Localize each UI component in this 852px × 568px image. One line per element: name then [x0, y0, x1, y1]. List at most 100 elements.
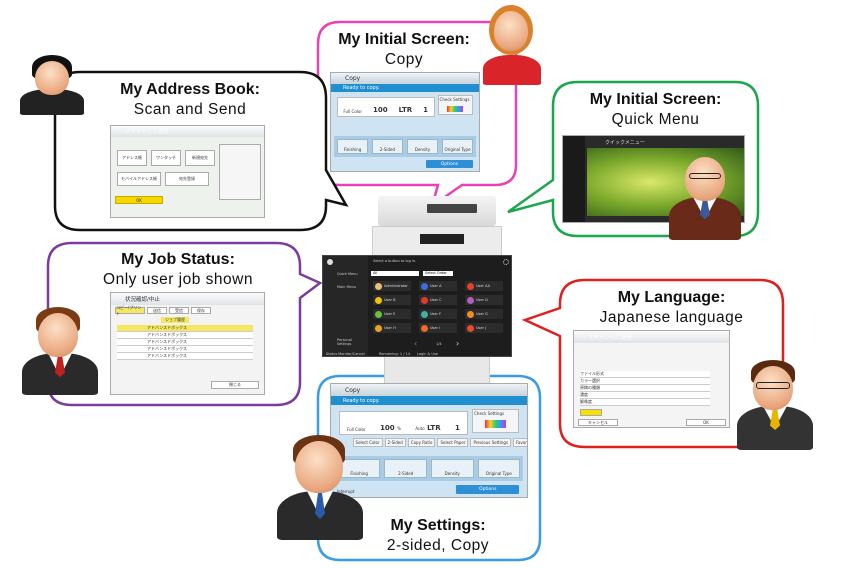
options-button[interactable]: Options: [456, 484, 520, 494]
favorite-settings-button[interactable]: Favorite Settings: [513, 438, 527, 448]
user-name: User F: [430, 312, 442, 316]
check-settings[interactable]: Check Settings: [437, 94, 474, 116]
two-sided-button[interactable]: 2-Sided: [384, 459, 427, 479]
ready-status: Ready to copy.: [331, 83, 479, 92]
interrupt-button[interactable]: Interrupt: [336, 488, 355, 494]
close-button[interactable]: 閉じる: [211, 381, 259, 389]
filter-select[interactable]: All: [371, 271, 419, 276]
prev-page-button[interactable]: ‹: [414, 339, 418, 348]
user-avatar-icon: [375, 310, 382, 318]
select-paper-button[interactable]: Select Paper: [437, 438, 469, 448]
cancel-button[interactable]: キャンセル: [578, 419, 618, 426]
user-login-button[interactable]: User C: [419, 295, 457, 305]
density-button[interactable]: Density: [406, 138, 438, 155]
user-name: User I: [430, 326, 441, 330]
bubble-title-settings: My Settings:2-sided, Copy: [386, 517, 490, 554]
copy-ratio-button[interactable]: Copy Ratio: [407, 438, 436, 448]
tab-receive[interactable]: 受信: [169, 307, 189, 314]
ready-status: Ready to copy.: [331, 396, 527, 406]
user-avatar-icon: [375, 324, 382, 332]
setting-row[interactable]: 濃度: [580, 392, 710, 399]
original-type-button[interactable]: Original Type: [477, 459, 521, 479]
user-login-button[interactable]: User E: [373, 309, 411, 319]
avatar-man-blue-tie: [275, 435, 365, 540]
tab-store[interactable]: 保存: [191, 307, 211, 314]
bubble-title-initial-quick: My Initial Screen:Quick Menu: [589, 91, 722, 128]
mobile-tile[interactable]: モバイルアドレス帳: [117, 172, 161, 186]
finishing-button[interactable]: Finishing: [336, 138, 368, 155]
user-login-button[interactable]: User H: [373, 323, 411, 333]
user-name: User J: [476, 326, 487, 330]
user-name: Administrator: [384, 284, 408, 288]
register-tile[interactable]: 宛先登録: [165, 172, 209, 186]
tab-copy-print[interactable]: コピー/プリント: [115, 305, 145, 316]
printer: [372, 196, 502, 386]
tab-send[interactable]: 送信: [147, 307, 167, 314]
setting-row[interactable]: カラー選択: [580, 378, 710, 385]
job-row[interactable]: アドバンスドボックス: [117, 353, 253, 360]
remaining: Remaining: 1 / 14: [379, 352, 410, 356]
new-dest-tile[interactable]: 新規宛先: [185, 150, 215, 166]
order-select[interactable]: Select Order: [423, 271, 453, 276]
ok-button[interactable]: OK: [115, 196, 163, 204]
setting-row[interactable]: 原稿の種類: [580, 385, 710, 392]
user-login-button[interactable]: User G: [465, 309, 503, 319]
setting-row[interactable]: ファイル形式: [580, 371, 710, 378]
login-touch-panel: Quick Menu Main Menu Personal Settings S…: [322, 255, 512, 357]
gear-icon[interactable]: [503, 259, 509, 265]
two-sided-button[interactable]: 2-Sided: [371, 138, 403, 155]
avatar-man-glasses-yellow-tie: [735, 360, 815, 450]
page-indicator: 1/4: [436, 342, 442, 346]
user-avatar-icon: [421, 310, 428, 318]
two-sided-small-button[interactable]: 2-Sided: [384, 438, 406, 448]
user-name: User C: [430, 298, 442, 302]
status-monitor[interactable]: Status Monitor/Cancel: [326, 352, 365, 356]
job-row[interactable]: アドバンスドボックス: [117, 339, 253, 346]
one-touch-tile[interactable]: ワンタッチ: [151, 150, 181, 166]
options-button[interactable]: Options: [425, 160, 474, 169]
bubble-title-job-status: My Job Status:Only user job shown: [103, 251, 253, 288]
user-name: User E: [384, 312, 396, 316]
user-avatar-icon: [375, 296, 382, 304]
ok-button[interactable]: OK: [686, 419, 726, 426]
scan-send-screen: スキャンして送信 アドレス帳 ワンタッチ 新規宛先 モバイルアドレス帳 宛先登録…: [110, 125, 265, 218]
job-history-tab[interactable]: ジョブ履歴: [161, 317, 189, 323]
previous-settings-button[interactable]: Previous Settings: [470, 438, 512, 448]
next-page-button[interactable]: ›: [456, 339, 460, 348]
copy-title: Copy: [345, 74, 361, 82]
job-row[interactable]: アドバンスドボックス: [117, 325, 253, 332]
user-login-button[interactable]: User B: [373, 295, 411, 305]
user-login-button[interactable]: User D: [465, 295, 503, 305]
nav-quick-menu[interactable]: Quick Menu: [337, 272, 358, 276]
user-name: User D: [476, 298, 488, 302]
select-color-button[interactable]: Select Color: [352, 438, 383, 448]
address-book-tile[interactable]: アドレス帳: [117, 150, 147, 166]
user-login-button[interactable]: User F: [419, 309, 457, 319]
job-row[interactable]: アドバンスドボックス: [117, 346, 253, 353]
login-use: Login & Use: [417, 352, 438, 356]
nav-personal-settings[interactable]: Personal Settings: [337, 338, 352, 346]
user-avatar-icon: [467, 282, 474, 290]
nav-main-menu[interactable]: Main Menu: [337, 285, 357, 289]
lang-title: スキャンして送信: [588, 334, 632, 341]
lang-yellow-button[interactable]: [580, 409, 602, 416]
user-login-button[interactable]: User A: [419, 281, 457, 291]
user-login-button[interactable]: User J: [465, 323, 503, 333]
job-row[interactable]: アドバンスドボックス: [117, 332, 253, 339]
avatar-man-black-hair: [18, 55, 88, 115]
user-login-button[interactable]: Administrator: [373, 281, 411, 291]
user-avatar-icon: [467, 296, 474, 304]
user-login-button[interactable]: User I: [419, 323, 457, 333]
original-type-button[interactable]: Original Type: [442, 138, 474, 155]
density-button[interactable]: Density: [431, 459, 474, 479]
user-avatar-icon: [467, 324, 474, 332]
scan-title: スキャンして送信: [125, 129, 169, 136]
check-settings[interactable]: Check Settings: [472, 408, 520, 433]
finishing-button[interactable]: Finishing: [337, 459, 381, 479]
user-avatar-icon: [421, 324, 428, 332]
user-login-button[interactable]: User AA: [465, 281, 503, 291]
setting-row[interactable]: 解像度: [580, 399, 710, 406]
user-avatar-icon: [421, 296, 428, 304]
